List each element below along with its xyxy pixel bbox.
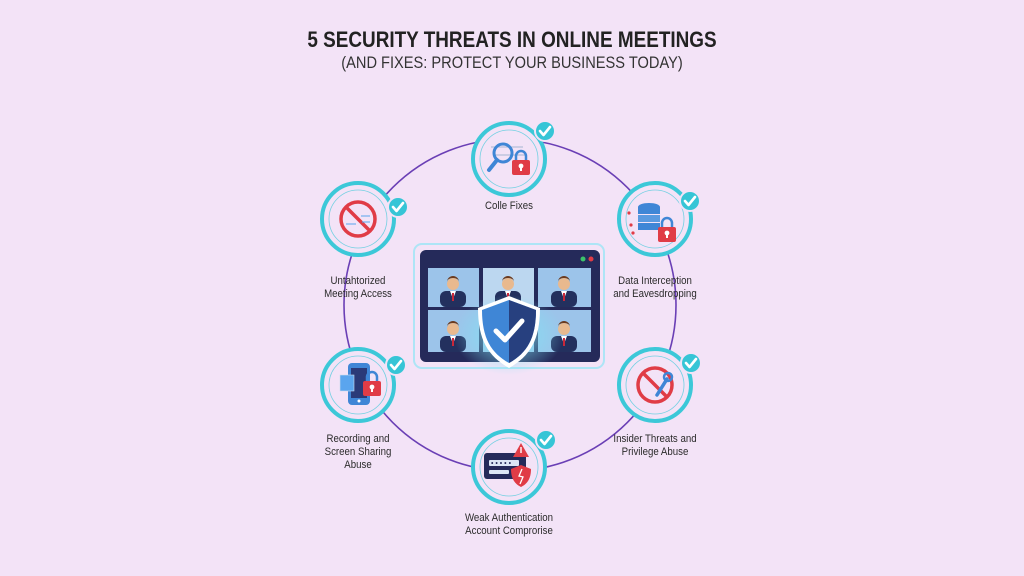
- node-lower-right-label: Insider Threats and Privilege Abuse: [613, 433, 697, 458]
- node-upper-right-label: Data Interception and Eavesdropping: [613, 275, 697, 300]
- node-upper-right-database-lock-icon: [617, 181, 702, 257]
- node-upper-left-label: Untahtorized Meeting Access: [324, 275, 392, 300]
- node-top-label: Colle Fixes: [485, 200, 533, 212]
- node-bottom-password-warning-icon: • • • • •: [471, 428, 558, 505]
- node-bottom-label: Weak Authentication Account Comprorise: [464, 512, 554, 537]
- svg-text:• • • • •: • • • • •: [491, 461, 512, 468]
- node-upper-left-no-entry-access-icon: [320, 181, 410, 257]
- page-title: 5 SECURITY THREATS IN ONLINE MEETINGS: [307, 27, 717, 52]
- page-subtitle: (AND FIXES: PROTECT YOUR BUSINESS TODAY): [341, 53, 683, 72]
- node-top-magnifier-lock-icon: [471, 119, 557, 197]
- node-lower-left-label: Recording and Screen Sharing Abuse: [324, 433, 392, 471]
- node-lower-left-phone-recording-lock-icon: [320, 347, 408, 423]
- shield-check-icon: [478, 296, 540, 368]
- node-lower-right-no-entry-wrench-icon: [617, 347, 703, 423]
